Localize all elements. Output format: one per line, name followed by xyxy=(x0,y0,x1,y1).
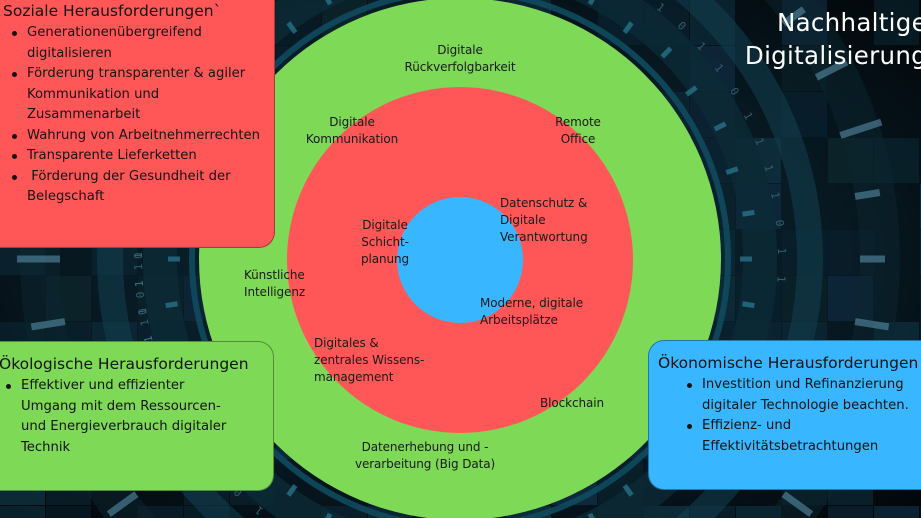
grid-tile xyxy=(0,506,45,518)
core-circle xyxy=(397,197,523,323)
economic-challenges-list: Investition und Refinanzierung digitaler… xyxy=(658,375,921,457)
ring-tick xyxy=(325,512,333,518)
binary-digit: 1 xyxy=(133,280,147,288)
binary-digit: 1 xyxy=(132,263,145,270)
ecological-challenges-heading: Ökologische Herausforderungen xyxy=(0,355,249,373)
ring-tick xyxy=(685,85,698,97)
outer-tick xyxy=(839,118,883,139)
ring-tick xyxy=(742,209,755,217)
grid-tile xyxy=(874,0,919,45)
binary-digit: 1 xyxy=(741,110,756,122)
ring-tick xyxy=(622,21,634,34)
ring-tick xyxy=(286,484,298,497)
binary-digit: 1 xyxy=(768,191,782,200)
binary-digit: 0 xyxy=(136,307,150,316)
outer-tick xyxy=(781,491,814,517)
outer-tick xyxy=(814,58,849,81)
binary-digit: 1 xyxy=(133,280,147,288)
ring-tick xyxy=(325,0,333,6)
outer-tick xyxy=(106,491,139,517)
social-item: Förderung der Gesundheit der Belegschaft xyxy=(12,167,264,208)
ring-tick xyxy=(587,0,595,6)
outer-tick xyxy=(781,6,806,27)
social-challenges-heading: Soziale Herausforderungen` xyxy=(3,2,222,20)
grid-tile xyxy=(828,506,873,518)
ring-tick xyxy=(742,301,755,309)
label-kuenstliche-intelligenz: Künstliche Intelligenz xyxy=(244,268,306,299)
economy-item: Investition und Refinanzierung digitaler… xyxy=(687,375,921,416)
social-item: Generationenübergreifend digitalisieren xyxy=(12,23,264,64)
social-item: Wahrung von Arbeitnehmerrechten xyxy=(12,126,264,147)
label-big-data: Datenerhebung und - verarbeitung (Big Da… xyxy=(354,440,496,471)
binary-digit: 1 xyxy=(774,275,787,282)
binary-digit: 1 xyxy=(761,163,775,173)
ecology-item: Effektiver und effizienter Umgang mit de… xyxy=(6,376,231,458)
ecological-challenges-box: Ökologische Herausforderungen Effektiver… xyxy=(0,341,274,491)
ring-tick xyxy=(587,512,595,518)
label-schichtplanung: Digitale Schicht- planung xyxy=(360,218,410,266)
social-challenges-list: Generationenübergreifend digitalisieren … xyxy=(5,23,264,208)
ring-tick xyxy=(286,21,298,34)
social-challenges-box: Soziale Herausforderungen` Generationenü… xyxy=(0,0,275,248)
label-kommunikation: Digitale Kommunikation xyxy=(305,115,399,146)
label-blockchain: Blockchain xyxy=(540,396,604,410)
binary-digit: 0 xyxy=(132,252,145,259)
economic-challenges-box: Ökonomische Herausforderungen Investitio… xyxy=(648,340,921,490)
label-remote-office: Remote Office xyxy=(555,115,601,146)
binary-digit: 1 xyxy=(138,318,152,327)
binary-digit: 1 xyxy=(752,136,767,147)
label-arbeitsplaetze: Moderne, digitale Arbeitsplätze xyxy=(480,296,584,327)
outer-tick xyxy=(854,189,881,200)
binary-digit: 0 xyxy=(134,291,148,299)
economic-challenges-heading: Ökonomische Herausforderungen xyxy=(658,354,919,372)
label-rueckverfolgbarkeit: Digitale Rückverfolgbarkeit xyxy=(404,43,516,74)
ring-tick xyxy=(622,484,634,497)
social-item: Transparente Lieferketten xyxy=(12,146,264,167)
binary-digit: 1 xyxy=(141,334,155,344)
ring-tick xyxy=(713,121,727,132)
binary-digit: 1 xyxy=(775,248,788,255)
label-wissensmanagement: Digitales & zentrales Wissens- managemen… xyxy=(314,336,425,384)
outer-tick xyxy=(30,318,66,331)
label-datenschutz: Datenschutz & Digitale Verantwortung xyxy=(500,196,588,244)
outer-tick xyxy=(854,318,890,331)
grid-tile xyxy=(644,506,689,518)
social-item: Förderung transparenter & agiler Kommuni… xyxy=(12,64,264,126)
binary-digit: 1 xyxy=(132,252,145,259)
binary-digit: 0 xyxy=(773,219,787,227)
grid-tile xyxy=(874,506,919,518)
ecological-challenges-list: Effektiver und effizienter Umgang mit de… xyxy=(0,376,231,458)
binary-digit: 1 xyxy=(141,334,155,344)
page-title: Nachhaltige Digitalisierung xyxy=(744,8,921,70)
binary-digit: 1 xyxy=(136,307,150,316)
ring-tick xyxy=(165,301,178,309)
grid-tile xyxy=(46,506,91,518)
economy-item: Effizienz- und Effektivitätsbetrachtunge… xyxy=(687,416,921,457)
ring-tick xyxy=(725,166,739,175)
ring-tick xyxy=(660,46,673,59)
